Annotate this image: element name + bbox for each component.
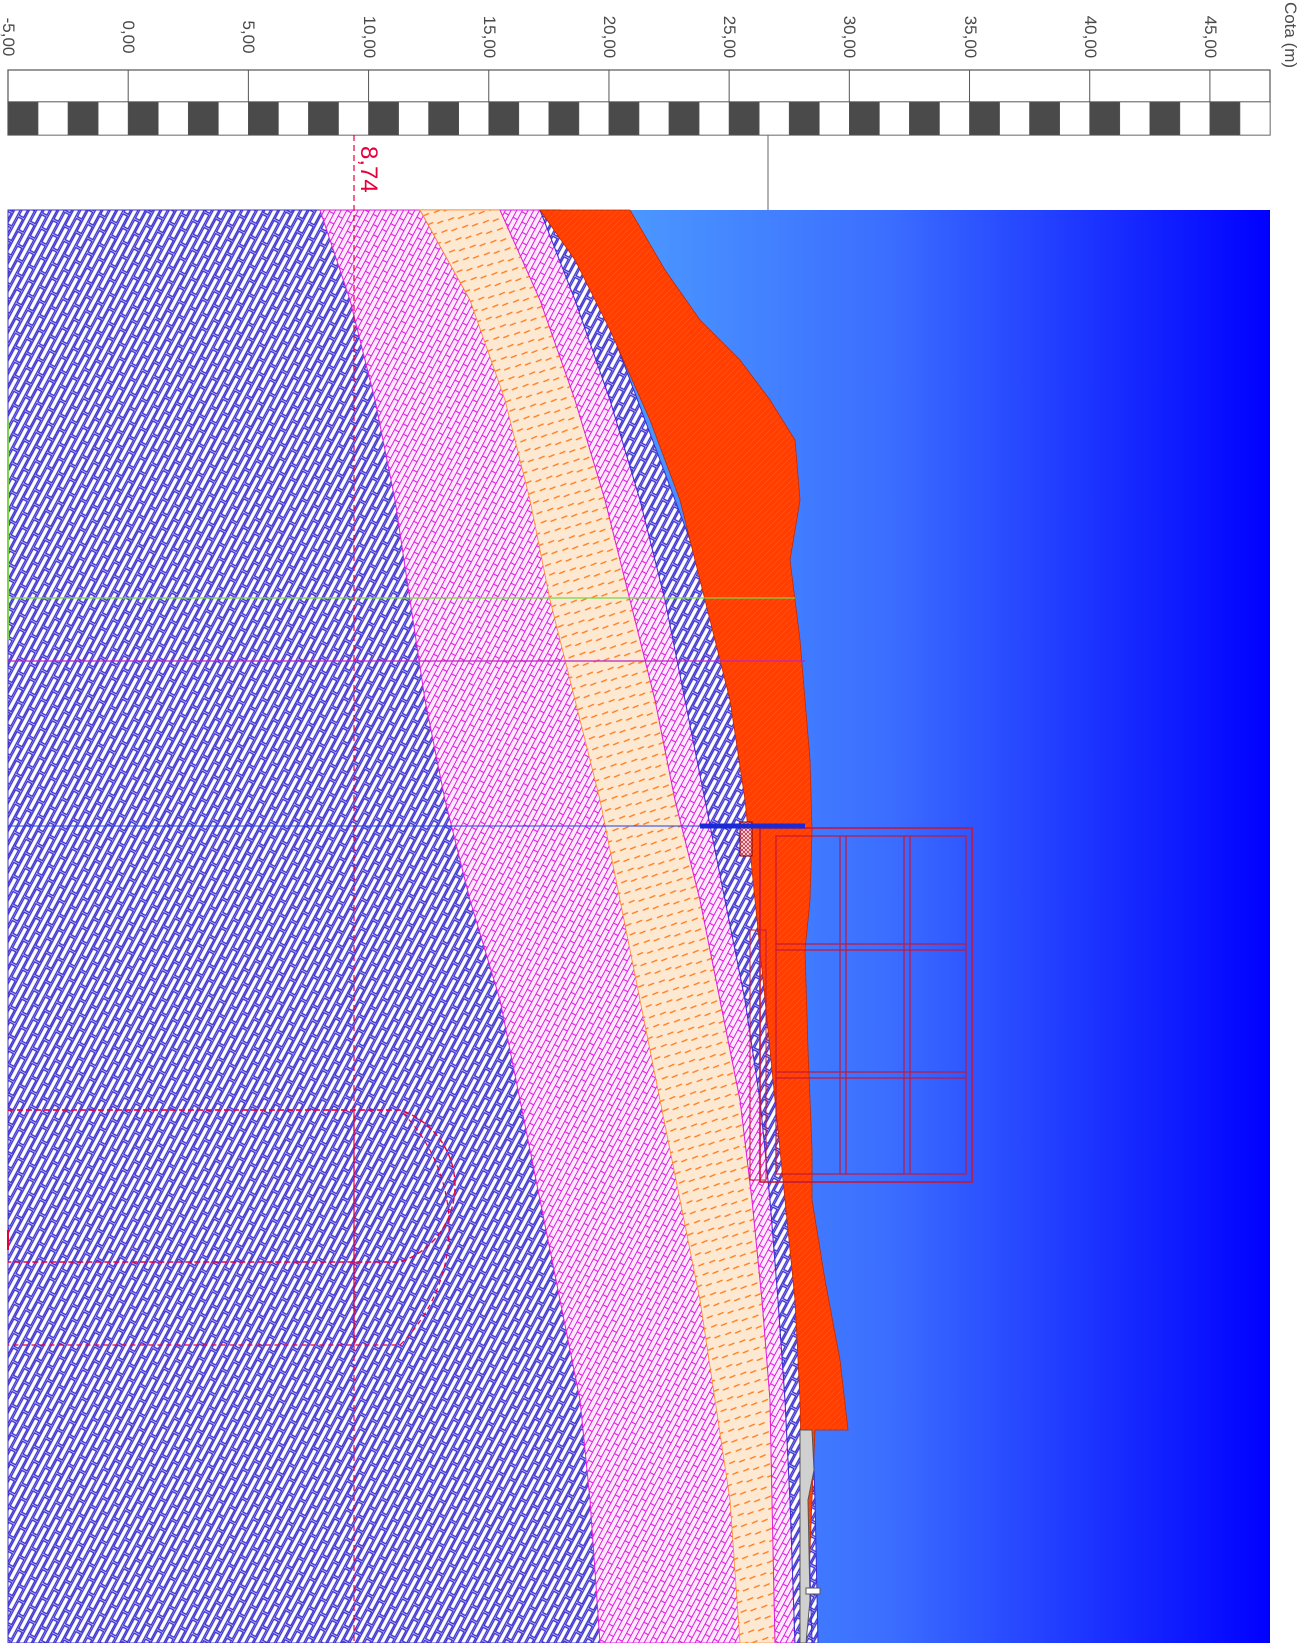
- scale-segment: [67, 101, 99, 136]
- scale-segment: [97, 101, 129, 136]
- scale-segment: [1149, 101, 1181, 136]
- scale-segment: [458, 101, 490, 136]
- scale-segment: [7, 101, 39, 136]
- scale-segment: [728, 101, 760, 136]
- scale-segment: [638, 101, 670, 136]
- layer-red-fill: [539, 209, 849, 1601]
- scale-segment: [278, 101, 309, 136]
- scale-segment: [488, 101, 520, 136]
- scale-segment: [518, 101, 550, 136]
- scale-segment: [218, 101, 249, 136]
- scale-segment: [248, 101, 279, 136]
- scale-segment: [818, 101, 850, 136]
- scale-segment: [548, 101, 580, 136]
- scale-segment: [428, 101, 460, 136]
- scale-segment: [308, 101, 339, 136]
- scale-segment: [969, 101, 1000, 136]
- scale-segment: [999, 101, 1030, 136]
- scale-segment: [879, 101, 910, 136]
- scale-segment: [37, 101, 69, 136]
- scale-segment: [398, 101, 429, 136]
- section-body: [7, 135, 1270, 1643]
- scale-segment: [608, 101, 640, 136]
- scale-segment: [1179, 101, 1211, 136]
- scale-segment: [939, 101, 970, 136]
- scale-segment: [578, 101, 610, 136]
- scale-segment: [849, 101, 880, 136]
- scale-segment: [698, 101, 730, 136]
- scale-segment: [1239, 101, 1271, 136]
- dimension-label: 8,74: [355, 146, 382, 193]
- scale-segment: [368, 101, 399, 136]
- scale-segment: [187, 101, 219, 136]
- scale-segment: [1209, 101, 1241, 136]
- scale-segment: [127, 101, 159, 136]
- scale-segment: [1089, 101, 1121, 136]
- retaining-element: [799, 1429, 821, 1643]
- scale-segment: [1059, 101, 1091, 136]
- scale-segment: [758, 101, 790, 136]
- scale-bar: [7, 69, 1271, 210]
- scale-segment: [668, 101, 700, 136]
- scale-segment: [157, 101, 189, 136]
- scale-segment: [909, 101, 940, 136]
- scale-segment: [788, 101, 820, 136]
- scale-segment: [1029, 101, 1060, 136]
- scale-segment: [338, 101, 369, 136]
- scale-segment: [1119, 101, 1151, 136]
- structure-block: [700, 821, 973, 1183]
